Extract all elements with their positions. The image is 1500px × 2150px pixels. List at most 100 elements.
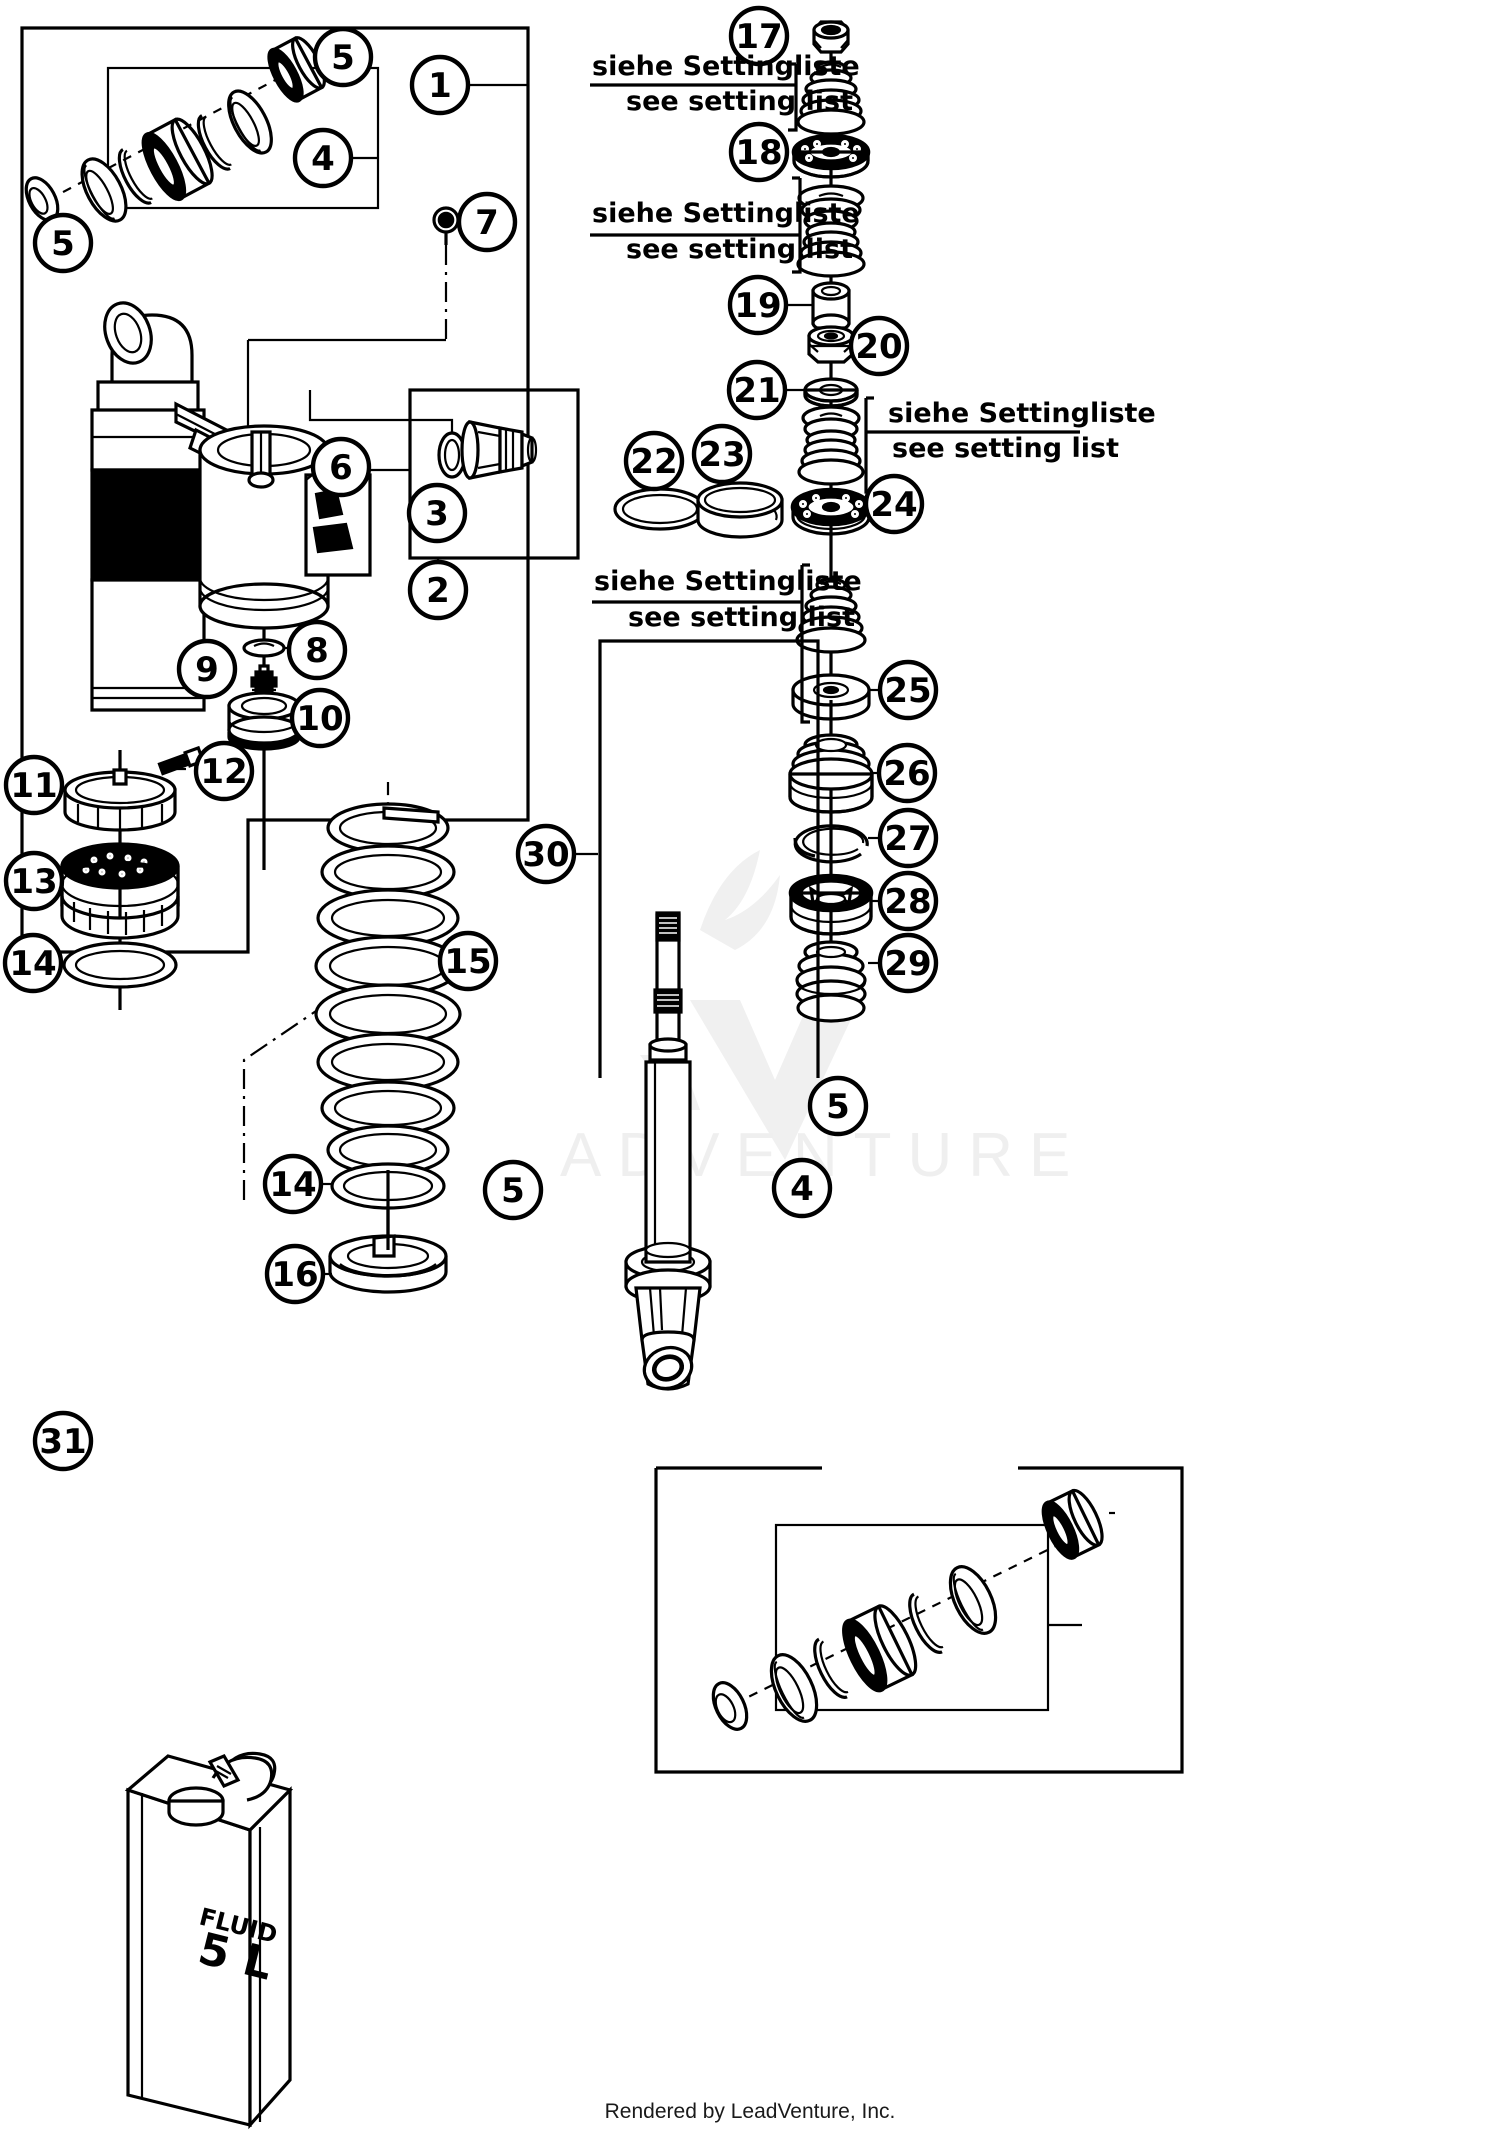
callout-number: 14 — [269, 1165, 316, 1205]
callout-circle — [286, 619, 348, 681]
setting-note-1: siehe Settingliste see setting list — [592, 51, 860, 117]
callout-24[interactable]: 24 — [863, 473, 925, 535]
setting-note-3: siehe Settingliste see setting list — [888, 398, 1156, 464]
callout-5[interactable]: 5 — [32, 212, 94, 274]
shock-absorber-body — [90, 301, 372, 712]
setting-note-2-de: siehe Settingliste — [592, 198, 860, 229]
callout-circle — [2, 932, 64, 994]
setting-note-4-de: siehe Settingliste — [594, 566, 862, 597]
callout-number: 20 — [855, 327, 902, 367]
callout-21[interactable]: 21 — [726, 359, 788, 421]
callout-27[interactable]: 27 — [877, 807, 939, 869]
callout-9[interactable]: 9 — [176, 638, 238, 700]
part-3-valve-assembly — [308, 388, 580, 570]
callout-number: 19 — [734, 286, 781, 326]
parts-11-14-preload — [60, 745, 208, 1010]
callout-22[interactable]: 22 — [623, 430, 685, 492]
callout-5[interactable]: 5 — [312, 26, 374, 88]
callout-30[interactable]: 30 — [515, 823, 577, 885]
callout-19[interactable]: 19 — [727, 274, 789, 336]
callout-number: 24 — [870, 485, 917, 525]
callout-number: 8 — [305, 631, 329, 671]
callout-12[interactable]: 12 — [193, 740, 255, 802]
callout-circle — [691, 423, 753, 485]
callout-number: 26 — [883, 754, 930, 794]
callout-number: 21 — [733, 371, 780, 411]
callout-14[interactable]: 14 — [262, 1153, 324, 1215]
callout-circle — [407, 559, 469, 621]
callout-circle — [3, 754, 65, 816]
callout-17[interactable]: 17 — [728, 5, 790, 67]
callout-circle — [877, 659, 939, 721]
callout-circle — [807, 1075, 869, 1137]
callout-23[interactable]: 23 — [691, 423, 753, 485]
callout-circle — [848, 315, 910, 377]
callout-circle — [409, 54, 471, 116]
callout-4[interactable]: 4 — [771, 1157, 833, 1219]
callout-circle — [32, 1410, 94, 1472]
setting-note-3-en: see setting list — [892, 433, 1119, 464]
callout-6[interactable]: 6 — [310, 436, 372, 498]
callout-3[interactable]: 3 — [406, 482, 468, 544]
callout-circle — [312, 26, 374, 88]
callout-20[interactable]: 20 — [848, 315, 910, 377]
callout-number: 5 — [331, 38, 355, 78]
bearing-kit-top — [24, 36, 528, 223]
callout-10[interactable]: 10 — [289, 687, 351, 749]
callout-11[interactable]: 11 — [3, 754, 65, 816]
callout-25[interactable]: 25 — [877, 659, 939, 721]
setting-note-1-en: see setting list — [626, 86, 853, 117]
callout-number: 6 — [329, 448, 353, 488]
callout-5[interactable]: 5 — [807, 1075, 869, 1137]
callout-number: 9 — [195, 650, 219, 690]
callout-number: 23 — [698, 435, 745, 475]
callout-7[interactable]: 7 — [456, 191, 518, 253]
callout-circle — [728, 121, 790, 183]
callout-16[interactable]: 16 — [264, 1243, 326, 1305]
callout-number: 13 — [10, 862, 57, 902]
callout-number: 11 — [10, 766, 57, 806]
callout-circle — [176, 638, 238, 700]
callout-28[interactable]: 28 — [877, 870, 939, 932]
callout-circle — [406, 482, 468, 544]
callout-circle — [876, 742, 938, 804]
callout-2[interactable]: 2 — [407, 559, 469, 621]
callout-29[interactable]: 29 — [877, 932, 939, 994]
callout-14[interactable]: 14 — [2, 932, 64, 994]
callout-5[interactable]: 5 — [482, 1159, 544, 1221]
callout-circle — [877, 807, 939, 869]
callout-26[interactable]: 26 — [876, 742, 938, 804]
callout-8[interactable]: 8 — [286, 619, 348, 681]
callout-circle — [771, 1157, 833, 1219]
callout-number: 1 — [428, 66, 452, 106]
setting-list-brackets — [590, 62, 1080, 724]
callout-circle — [310, 436, 372, 498]
part-7-bleed-screw — [246, 206, 465, 430]
callout-31[interactable]: 31 — [32, 1410, 94, 1472]
callout-circle — [292, 127, 354, 189]
callout-number: 30 — [522, 835, 569, 875]
callout-15[interactable]: 15 — [437, 930, 499, 992]
callout-circle — [193, 740, 255, 802]
callout-number: 12 — [200, 752, 247, 792]
callout-circle — [437, 930, 499, 992]
callout-circle — [727, 274, 789, 336]
callout-circle — [863, 473, 925, 535]
part-30-shaft — [570, 639, 820, 1391]
callout-circle — [289, 687, 351, 749]
callout-18[interactable]: 18 — [728, 121, 790, 183]
callout-circle — [264, 1243, 326, 1305]
callout-1[interactable]: 1 — [409, 54, 471, 116]
callout-number: 5 — [826, 1087, 850, 1127]
callout-number: 31 — [39, 1422, 86, 1462]
callout-circle — [32, 212, 94, 274]
callout-number: 2 — [426, 571, 450, 611]
group-box-4-top — [106, 66, 380, 210]
setting-note-4-en: see setting list — [628, 602, 855, 633]
callout-4[interactable]: 4 — [292, 127, 354, 189]
callout-13[interactable]: 13 — [3, 850, 65, 912]
callout-number: 28 — [884, 882, 931, 922]
callout-circle — [623, 430, 685, 492]
